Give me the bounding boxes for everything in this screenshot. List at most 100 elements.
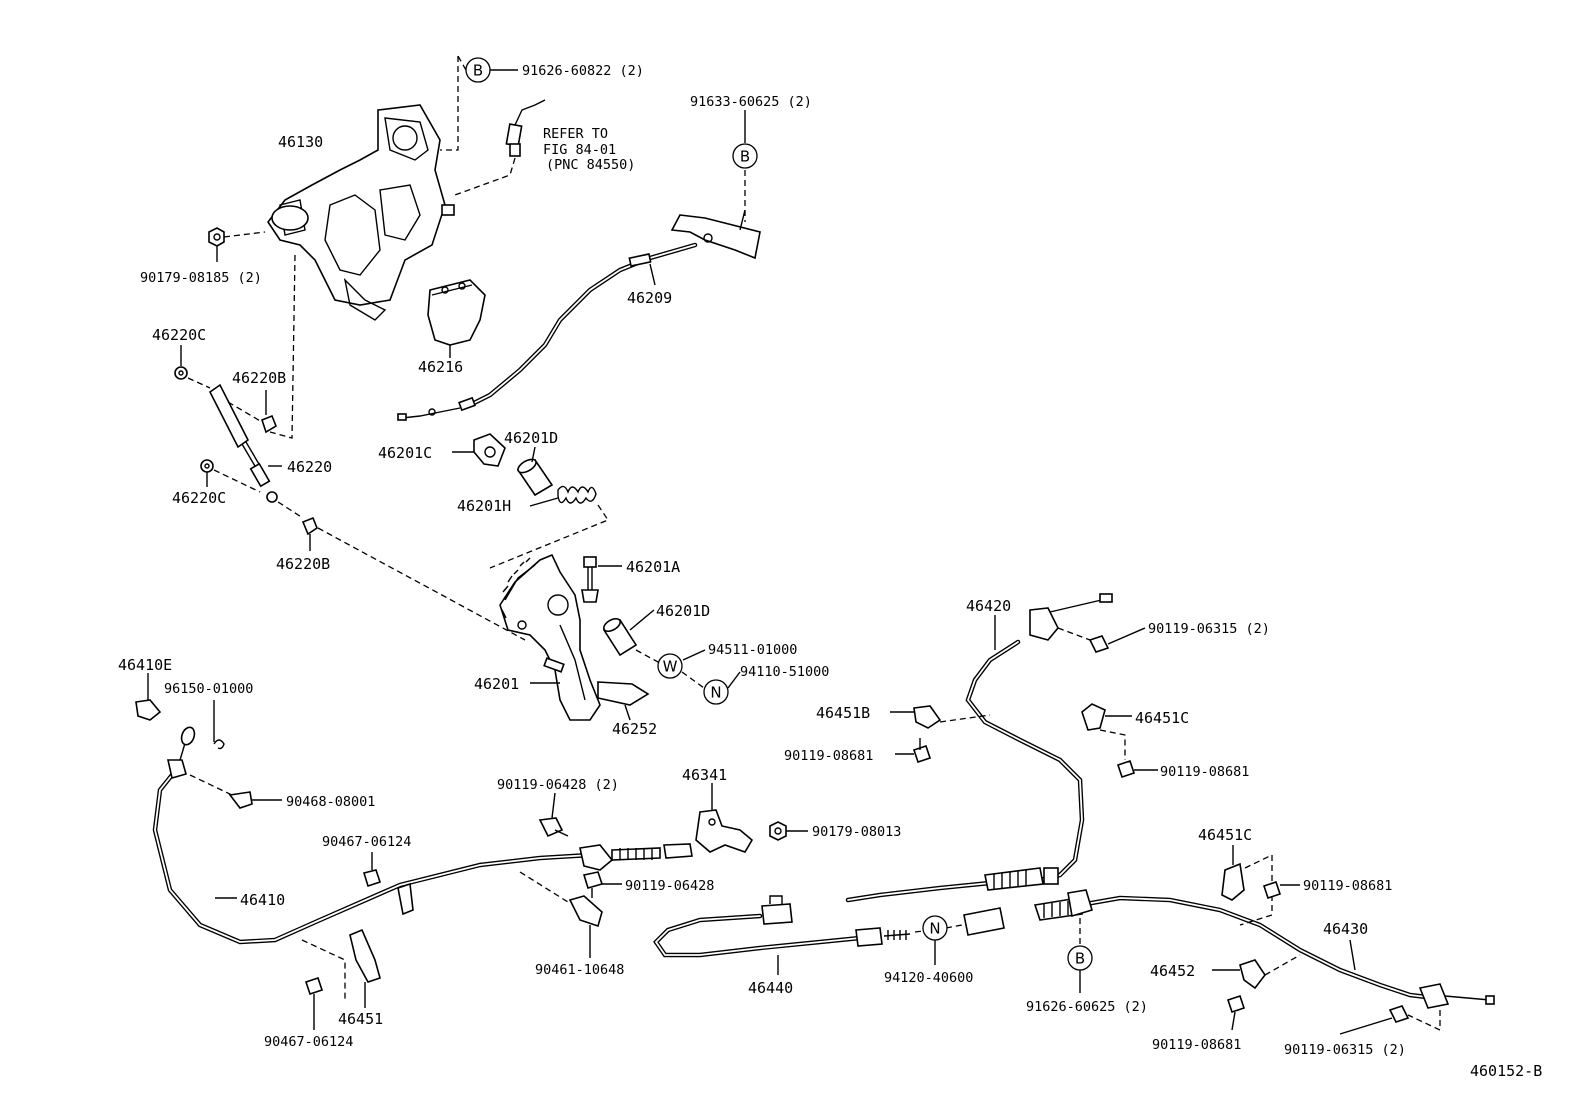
label-46451[interactable]: 46451 <box>338 1010 383 1028</box>
label-90468-08001[interactable]: 90468-08001 <box>286 794 375 810</box>
leader-94110 <box>727 671 741 689</box>
label-90119-08681-a[interactable]: 90119-08681 <box>784 748 873 764</box>
label-94110-51000[interactable]: 94110-51000 <box>740 664 829 680</box>
label-90119-08681-d[interactable]: 90119-08681 <box>1152 1037 1241 1053</box>
label-46220C-top[interactable]: 46220C <box>152 326 206 344</box>
bolt-90467-06124-top[interactable] <box>362 869 382 888</box>
label-46410E[interactable]: 46410E <box>118 656 172 674</box>
label-46201A[interactable]: 46201A <box>626 558 680 576</box>
bracket-46451C-bottom[interactable] <box>1221 862 1245 901</box>
stud-46410E[interactable] <box>135 699 162 721</box>
label-90467-06124-top[interactable]: 90467-06124 <box>322 834 411 850</box>
bolt-90119-08681-d[interactable] <box>1226 994 1246 1014</box>
label-46430[interactable]: 46430 <box>1323 920 1368 938</box>
label-90119-08681-b[interactable]: 90119-08681 <box>1160 764 1249 780</box>
bracket-46451[interactable] <box>349 928 381 983</box>
bolt-90119-06315-top[interactable] <box>1088 635 1110 653</box>
label-46209[interactable]: 46209 <box>627 289 672 307</box>
label-90119-06428-2[interactable]: 90119-06428 (2) <box>497 777 619 793</box>
label-46220C-bottom[interactable]: 46220C <box>172 489 226 507</box>
bracket-46451C-top[interactable] <box>1081 703 1106 731</box>
label-46452[interactable]: 46452 <box>1150 962 1195 980</box>
label-46341[interactable]: 46341 <box>682 766 727 784</box>
nut-90179-08185[interactable] <box>208 227 225 247</box>
collar-46201D-bottom[interactable] <box>602 616 638 657</box>
label-90467-06124-bottom[interactable]: 90467-06124 <box>264 1034 353 1050</box>
leader-90119-06315-bottom <box>1339 1017 1393 1035</box>
bolt-90467-06124-bottom[interactable] <box>304 976 324 996</box>
label-46420[interactable]: 46420 <box>966 597 1011 615</box>
label-46410[interactable]: 46410 <box>240 891 285 909</box>
label-46201D-bottom[interactable]: 46201D <box>656 602 710 620</box>
bracket-46452[interactable] <box>1239 959 1266 990</box>
bushing-46220B-top[interactable] <box>261 414 277 434</box>
svg-text:N: N <box>929 920 940 938</box>
bracket-46341[interactable] <box>695 809 754 853</box>
label-46201H[interactable]: 46201H <box>457 497 511 515</box>
leader-bracket-down <box>269 254 296 439</box>
collar-46201D-top[interactable] <box>516 457 554 497</box>
clip-46220C-bottom[interactable] <box>200 459 214 473</box>
svg-text:B: B <box>1075 950 1085 968</box>
front-cable-46410[interactable] <box>152 725 693 945</box>
pad-46252[interactable] <box>597 681 650 706</box>
label-90119-06315-bottom[interactable]: 90119-06315 (2) <box>1284 1042 1406 1058</box>
label-46451B[interactable]: 46451B <box>816 704 870 722</box>
label-90179-08013[interactable]: 90179-08013 <box>812 824 901 840</box>
label-46220B-top[interactable]: 46220B <box>232 369 286 387</box>
bolt-90119-08681-b[interactable] <box>1116 759 1136 779</box>
pedal-bracket-46130[interactable] <box>267 104 455 321</box>
clip-96150-01000[interactable] <box>213 739 225 750</box>
release-cable-46209[interactable] <box>397 209 761 421</box>
label-46451C-bottom[interactable]: 46451C <box>1198 826 1252 844</box>
label-46201[interactable]: 46201 <box>474 675 519 693</box>
marker-w: W <box>657 653 683 679</box>
label-96150-01000[interactable]: 96150-01000 <box>164 681 253 697</box>
bolt-90119-06428-2[interactable] <box>538 817 569 838</box>
leader-46452-dash <box>1264 954 1301 976</box>
label-90119-06315-top[interactable]: 90119-06315 (2) <box>1148 621 1270 637</box>
bolt-90119-08681-a[interactable] <box>912 738 932 764</box>
clip-90468-08001[interactable] <box>228 791 253 809</box>
damper-46220[interactable] <box>208 383 278 503</box>
label-90119-06428[interactable]: 90119-06428 <box>625 878 714 894</box>
label-91626-60822[interactable]: 91626-60822 (2) <box>522 63 644 79</box>
label-46201D-top[interactable]: 46201D <box>504 429 558 447</box>
label-91626-60625[interactable]: 91626-60625 (2) <box>1026 999 1148 1015</box>
leader-collar-to-W <box>635 649 659 663</box>
label-46130[interactable]: 46130 <box>278 133 323 151</box>
label-90461-10648[interactable]: 90461-10648 <box>535 962 624 978</box>
ratchet-46201C[interactable] <box>473 433 506 467</box>
bolt-90119-06428[interactable] <box>582 871 604 898</box>
marker-b-top: B <box>457 55 518 83</box>
label-46252[interactable]: 46252 <box>612 720 657 738</box>
bolt-90119-06315-bottom[interactable] <box>1388 1005 1410 1023</box>
spring-46201H[interactable] <box>557 485 597 504</box>
leader-94511 <box>682 649 706 661</box>
pedal-pad-46216[interactable] <box>427 279 486 346</box>
label-46201C[interactable]: 46201C <box>378 444 432 462</box>
label-46216[interactable]: 46216 <box>418 358 463 376</box>
pedal-arm-46201[interactable] <box>499 553 601 721</box>
leader-W-to-N <box>681 671 705 689</box>
rear-cable-46420[interactable] <box>845 593 1113 903</box>
nut-90179-08013[interactable] <box>769 821 787 841</box>
bracket-46451B[interactable] <box>913 705 942 729</box>
label-46440[interactable]: 46440 <box>748 979 793 997</box>
clip-46220C-top[interactable] <box>174 366 188 380</box>
label-94511-01000[interactable]: 94511-01000 <box>708 642 797 658</box>
rear-cable-46430[interactable] <box>1033 889 1495 1009</box>
label-90179-08185[interactable]: 90179-08185 (2) <box>140 270 262 286</box>
label-46220B-bottom[interactable]: 46220B <box>276 555 330 573</box>
label-94120-40600[interactable]: 94120-40600 <box>884 970 973 986</box>
cable-46440[interactable] <box>653 895 1005 958</box>
bolt-46201A[interactable] <box>581 556 599 603</box>
bracket-90461-10648[interactable] <box>568 895 603 928</box>
label-90119-08681-c[interactable]: 90119-08681 <box>1303 878 1392 894</box>
bushing-46220B-bottom[interactable] <box>301 516 318 536</box>
leader-90461-dash <box>519 871 569 903</box>
label-46220[interactable]: 46220 <box>287 458 332 476</box>
label-91633-60625[interactable]: 91633-60625 (2) <box>690 94 812 110</box>
label-46451C-top[interactable]: 46451C <box>1135 709 1189 727</box>
bolt-90119-08681-c[interactable] <box>1262 880 1282 900</box>
